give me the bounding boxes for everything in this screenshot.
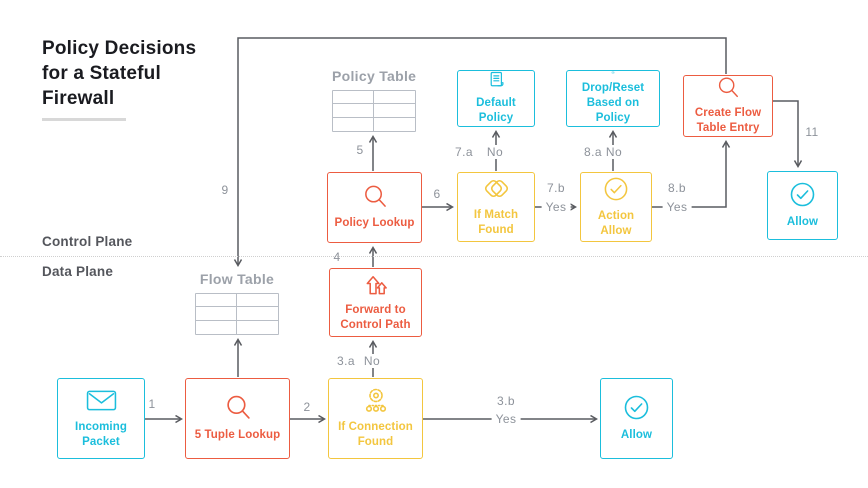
node-drop-reset: Drop/Reset Based on Policy — [566, 70, 660, 127]
node-label: If Connection Found — [338, 421, 413, 448]
edge-label-7a: 7.a — [455, 145, 473, 159]
edge-answer-3b: Yes — [491, 412, 521, 426]
node-label: Drop/Reset Based on Policy — [581, 82, 645, 125]
data-plane-label: Data Plane — [42, 264, 114, 279]
node-label: Forward to Control Path — [340, 303, 411, 331]
node-label: Incoming Packet — [75, 420, 127, 448]
check-circle-icon — [604, 177, 628, 200]
magnifier-icon — [364, 185, 386, 207]
edge-answer-8b: Yes — [662, 200, 692, 214]
check-circle-icon — [790, 182, 815, 207]
flow-table-grid — [195, 293, 279, 335]
policy-scroll-icon — [490, 71, 504, 87]
edge-label-6: 6 — [433, 187, 441, 201]
node-label: Allow — [620, 429, 653, 442]
edge-answer-7a: No — [482, 145, 508, 159]
node-label: Allow — [786, 216, 819, 229]
title-underline — [42, 118, 126, 121]
edge-9-line — [238, 37, 727, 265]
node-label: Create Flow Table Entry — [694, 107, 762, 134]
edge-label-5: 5 — [356, 143, 364, 157]
policy-table-grid — [332, 90, 416, 132]
node-if-connection-found: If Connection Found — [328, 378, 423, 459]
node-create-flow-entry: Create Flow Table Entry — [683, 75, 773, 137]
edge-label-7b: 7.b — [547, 181, 565, 195]
magnifier-icon — [718, 77, 738, 98]
envelope-icon — [86, 390, 116, 410]
node-label: If Match Found — [473, 208, 519, 236]
node-allow-data: Allow — [600, 378, 673, 459]
gear-network-icon — [365, 388, 386, 412]
edge-11-line — [773, 100, 798, 166]
node-policy-lookup: Policy Lookup — [327, 172, 422, 243]
edge-label-8a: 8.a — [584, 145, 602, 159]
magnifier-icon — [226, 395, 250, 419]
node-label: 5 Tuple Lookup — [194, 429, 281, 442]
reset-circle-icon — [611, 71, 615, 74]
check-circle-icon — [624, 395, 649, 420]
node-allow-control: Allow — [767, 171, 838, 240]
edge-label-9: 9 — [221, 183, 229, 197]
edge-label-1: 1 — [148, 397, 156, 411]
edge-label-4: 4 — [333, 250, 341, 264]
edge-answer-8a: No — [601, 145, 627, 159]
edge-label-3b: 3.b — [497, 394, 515, 408]
edge-answer-3a: No — [359, 354, 385, 368]
control-plane-label: Control Plane — [42, 234, 133, 249]
flow-table-caption: Flow Table — [199, 271, 275, 287]
node-default-policy: Default Policy — [457, 70, 535, 127]
node-5-tuple-lookup: 5 Tuple Lookup — [185, 378, 290, 459]
policy-table-caption: Policy Table — [332, 68, 417, 84]
forward-up-icon — [366, 275, 387, 294]
node-incoming-packet: Incoming Packet — [57, 378, 145, 459]
edge-label-2: 2 — [303, 400, 311, 414]
page-title: Policy Decisions for a Stateful Firewall — [42, 38, 197, 110]
plane-divider — [0, 256, 868, 257]
node-if-match-found: If Match Found — [457, 172, 535, 242]
edge-label-3a: 3.a — [337, 354, 355, 368]
node-forward-to-control: Forward to Control Path — [329, 268, 422, 337]
edge-8b-line — [652, 142, 726, 208]
node-label: Policy Lookup — [334, 217, 415, 230]
edge-label-11: 11 — [805, 125, 819, 139]
node-action-allow: Action Allow — [580, 172, 652, 242]
node-label: Action Allow — [597, 209, 635, 237]
edge-answer-7b: Yes — [541, 200, 571, 214]
node-label: Default Policy — [476, 97, 516, 125]
edge-label-8b: 8.b — [668, 181, 686, 195]
match-overlap-icon — [484, 179, 508, 197]
